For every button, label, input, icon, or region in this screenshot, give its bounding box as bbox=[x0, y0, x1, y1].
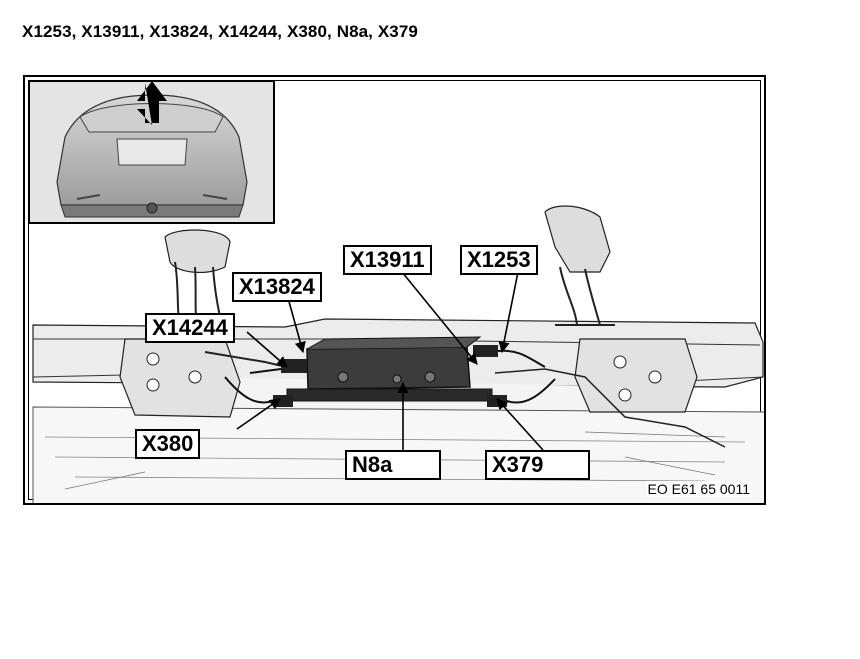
right-bracket bbox=[494, 338, 726, 448]
leader-lines bbox=[236, 271, 544, 451]
callout-n8a: N8a bbox=[345, 450, 441, 480]
page-title: X1253, X13911, X13824, X14244, X380, N8a… bbox=[22, 22, 418, 41]
callout-x13911: X13911 bbox=[343, 245, 432, 275]
callout-x380: X380 bbox=[135, 429, 201, 459]
callout-x379: X379 bbox=[485, 450, 590, 480]
callout-x14244: X14244 bbox=[145, 313, 235, 343]
diagram-figure: X13824 X14244 X13911 X1253 X380 N8a X379… bbox=[23, 75, 766, 505]
callout-x1253: X1253 bbox=[460, 245, 538, 275]
callout-x13824: X13824 bbox=[232, 272, 322, 302]
figure-reference-code: EO E61 65 0011 bbox=[645, 481, 752, 497]
vehicle-inset bbox=[28, 80, 275, 224]
cable-grommet-right bbox=[544, 205, 615, 326]
antenna-amplifier-module bbox=[224, 336, 556, 407]
